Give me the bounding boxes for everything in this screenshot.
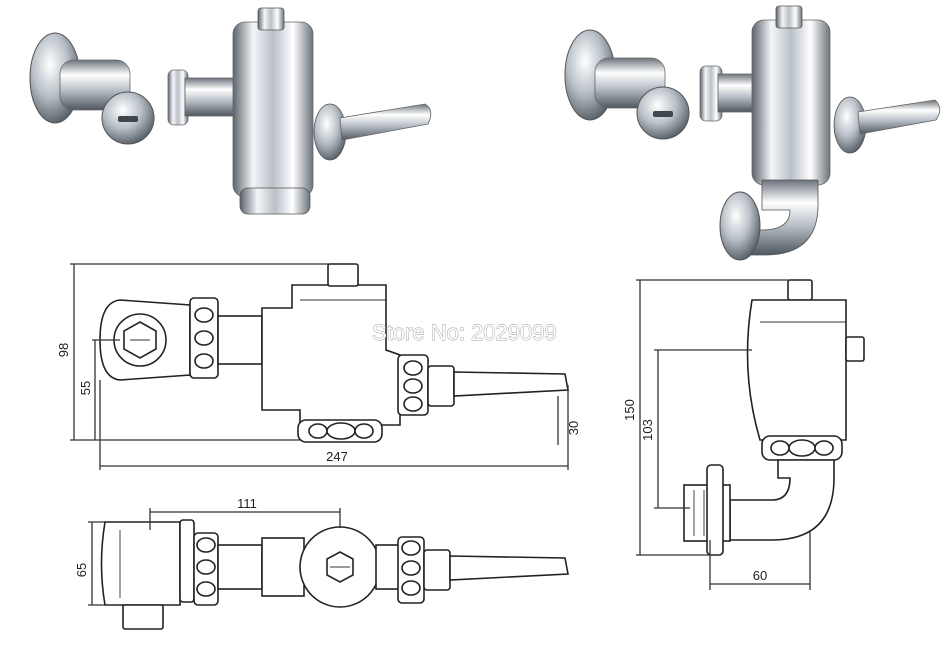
product-photo-elbow-valve — [564, 5, 941, 261]
dim-side-outlet-offset: 60 — [753, 568, 767, 583]
dim-side-outlet-height: 103 — [640, 419, 655, 441]
dim-top-spacing: 111 — [237, 496, 257, 511]
store-watermark: Store No: 2029099 — [372, 320, 557, 345]
dim-top-depth: 65 — [74, 563, 89, 577]
dim-front-total-length: 247 — [326, 449, 348, 464]
dim-front-handle-height: 30 — [566, 421, 581, 435]
dim-side-total-height: 150 — [622, 399, 637, 421]
dim-front-total-height: 98 — [56, 343, 71, 357]
product-photo-straight-valve — [29, 7, 432, 215]
front-elevation-drawing — [70, 263, 569, 470]
dim-front-inlet-height: 55 — [78, 381, 93, 395]
top-view-drawing — [88, 508, 569, 630]
side-view-drawing — [636, 279, 865, 590]
